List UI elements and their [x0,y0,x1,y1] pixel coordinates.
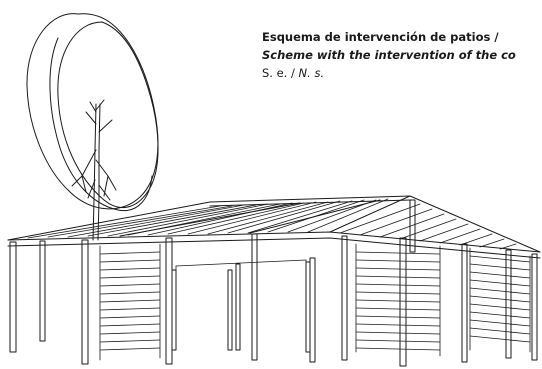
caption-scale-en: N. s. [298,66,325,80]
tree [26,13,159,241]
column [39,240,46,342]
column [165,237,173,365]
column [461,243,468,363]
column [235,263,241,351]
column [399,237,407,367]
column [505,249,512,359]
column [305,261,311,353]
caption-title-en: Scheme with the intervention of the co [262,48,516,62]
tree-canopy [26,13,159,210]
column [309,257,316,363]
slatted-screens [99,243,531,361]
column [81,239,89,365]
column [9,241,17,353]
column [531,253,538,361]
caption-scale: S. e. / N. s. [262,64,516,82]
screen-left-slats [99,251,161,351]
screen-far-right-frame [469,247,531,353]
screen-far-right-slats [469,255,531,343]
screen-middle-top [175,259,307,267]
caption-scale-es: S. e. / [262,66,295,80]
column [171,269,177,351]
screen-middle-frame [175,259,307,345]
column [341,235,348,361]
tree-canopy-inner [57,21,159,209]
screen-right-frame [355,243,441,357]
figure-caption: Esquema de intervención de patios / Sche… [262,28,516,82]
roof-slats [27,198,517,250]
screen-right-slats [355,251,441,351]
screen-left-frame [99,243,161,361]
roof-beam [119,195,411,237]
column [251,233,258,361]
roof-edge-back [7,195,541,253]
column [409,199,416,253]
pergola-roof [7,195,541,259]
tree-trunk [92,103,101,241]
tree-branches [71,99,117,201]
caption-title-es: Esquema de intervención de patios / [262,30,499,44]
tree-canopy-outline [49,37,153,212]
column [227,269,233,351]
